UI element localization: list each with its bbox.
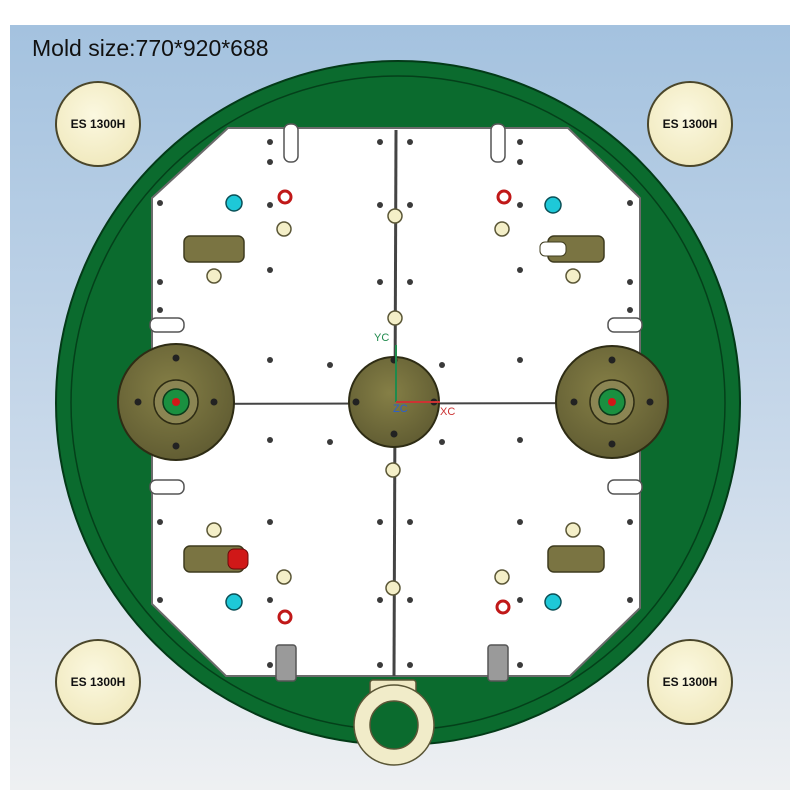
clamp-top-left: ES 1300H	[55, 81, 141, 167]
red-markers	[277, 189, 512, 625]
screw-holes	[157, 139, 633, 668]
cooling-ports	[225, 194, 562, 611]
z-axis-label: ZC	[393, 403, 408, 415]
plate-slots	[149, 123, 643, 682]
lifting-eye	[353, 679, 435, 766]
ejector-pins	[206, 208, 581, 596]
guide-bushing-red-cap	[227, 548, 249, 570]
clamp-label-bottom-right: ES 1300H	[663, 675, 718, 689]
clamp-label-top-left: ES 1300H	[71, 117, 126, 131]
guide-bushing-white-pin	[539, 241, 567, 257]
right-locating-flange	[555, 345, 669, 459]
guide-bushings	[183, 235, 605, 573]
mold-size-title: Mold size:770*920*688	[32, 35, 269, 61]
clamp-label-top-right: ES 1300H	[663, 117, 718, 131]
left-locating-flange	[117, 343, 235, 461]
clamp-bottom-right: ES 1300H	[647, 639, 733, 725]
clamp-label-bottom-left: ES 1300H	[71, 675, 126, 689]
clamp-top-right: ES 1300H	[647, 81, 733, 167]
y-axis-label: YC	[374, 332, 389, 344]
coordinate-triad: YC XC ZC	[374, 332, 455, 418]
clamp-bottom-left: ES 1300H	[55, 639, 141, 725]
x-axis-label: XC	[440, 406, 455, 418]
